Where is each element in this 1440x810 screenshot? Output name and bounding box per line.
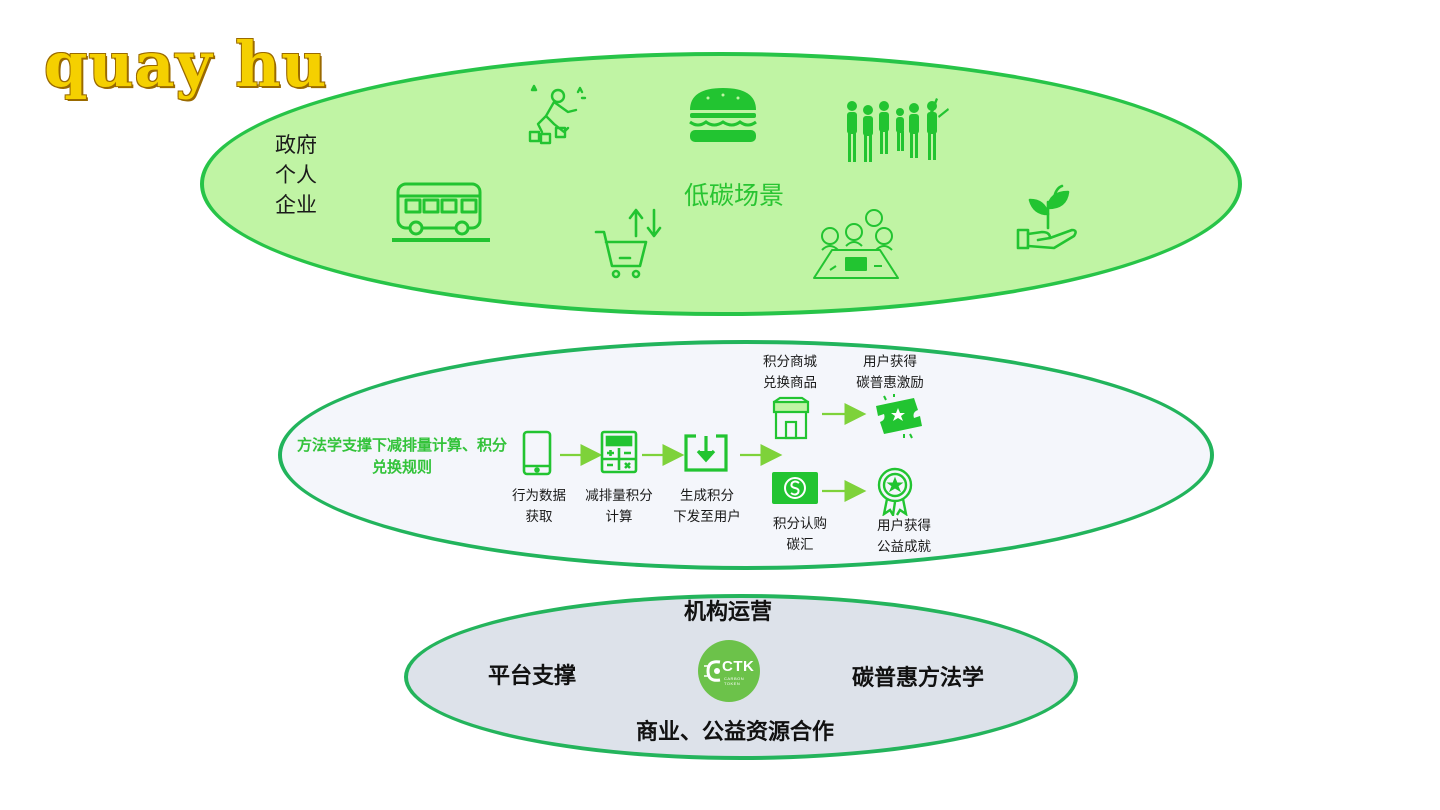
- step-1-line2: 获取: [525, 509, 553, 525]
- actor-individual: 个人: [275, 163, 317, 187]
- step-3-line1: 生成积分: [680, 488, 734, 504]
- step-2-line2: 计算: [605, 509, 633, 525]
- crowd-icon: [842, 96, 954, 166]
- phone-icon: [522, 430, 552, 476]
- logo-mark-icon: [704, 660, 721, 682]
- scene-title: 低碳场景: [684, 181, 785, 210]
- method-label: 方法学支撑下减排量计算、积分兑换规则: [296, 436, 507, 476]
- burger-icon: [686, 86, 760, 144]
- meeting-icon: [812, 206, 900, 282]
- org-ellipse: [404, 594, 1078, 760]
- calculator-icon: [600, 430, 638, 474]
- download-icon: [682, 432, 730, 474]
- store-icon: [772, 396, 810, 440]
- worker-icon: [524, 84, 590, 148]
- branch-bottom-line1: 积分认购: [773, 516, 827, 532]
- brand-title: quay hu: [44, 28, 328, 101]
- reward-bottom-line2: 公益成就: [877, 539, 931, 555]
- ticket-icon: [870, 394, 924, 440]
- logo-subtext: CARBON TOKEN: [724, 676, 745, 686]
- step-1-label: 行为数据 获取: [508, 486, 570, 528]
- org-cooperation: 商业、公益资源合作: [636, 720, 835, 745]
- step-2-line1: 减排量积分: [585, 488, 653, 504]
- reward-bottom-label: 用户获得 公益成就: [866, 516, 942, 558]
- bus-icon: [392, 180, 490, 246]
- reward-bottom-line1: 用户获得: [877, 518, 931, 534]
- reward-top-line1: 用户获得: [863, 354, 917, 370]
- actor-enterprise: 企业: [275, 193, 317, 217]
- step-2-label: 减排量积分 计算: [580, 486, 658, 528]
- award-icon: [876, 466, 914, 516]
- actor-list: 政府 个人 企业: [275, 130, 317, 220]
- reward-top-line2: 碳普惠激励: [856, 375, 924, 391]
- actor-government: 政府: [275, 133, 317, 157]
- step-1-line1: 行为数据: [512, 488, 566, 504]
- branch-bottom-label: 积分认购 碳汇: [766, 514, 834, 556]
- money-icon: [770, 468, 820, 508]
- logo-text: CTK: [722, 658, 755, 675]
- step-3-label: 生成积分 下发至用户: [668, 486, 746, 528]
- shopping-cart-icon: [592, 206, 668, 282]
- step-3-line2: 下发至用户: [673, 509, 741, 525]
- branch-top-line2: 兑换商品: [763, 375, 817, 391]
- branch-bottom-line2: 碳汇: [786, 537, 814, 553]
- org-methodology: 碳普惠方法学: [852, 666, 985, 691]
- ctk-logo: CTK CARBON TOKEN: [698, 640, 760, 702]
- branch-top-line1: 积分商城: [763, 354, 817, 370]
- branch-top-label: 积分商城 兑换商品: [756, 352, 824, 394]
- reward-top-label: 用户获得 碳普惠激励: [852, 352, 928, 394]
- org-title: 机构运营: [684, 600, 773, 625]
- plant-hand-icon: [1014, 184, 1080, 254]
- org-platform: 平台支撑: [488, 664, 577, 689]
